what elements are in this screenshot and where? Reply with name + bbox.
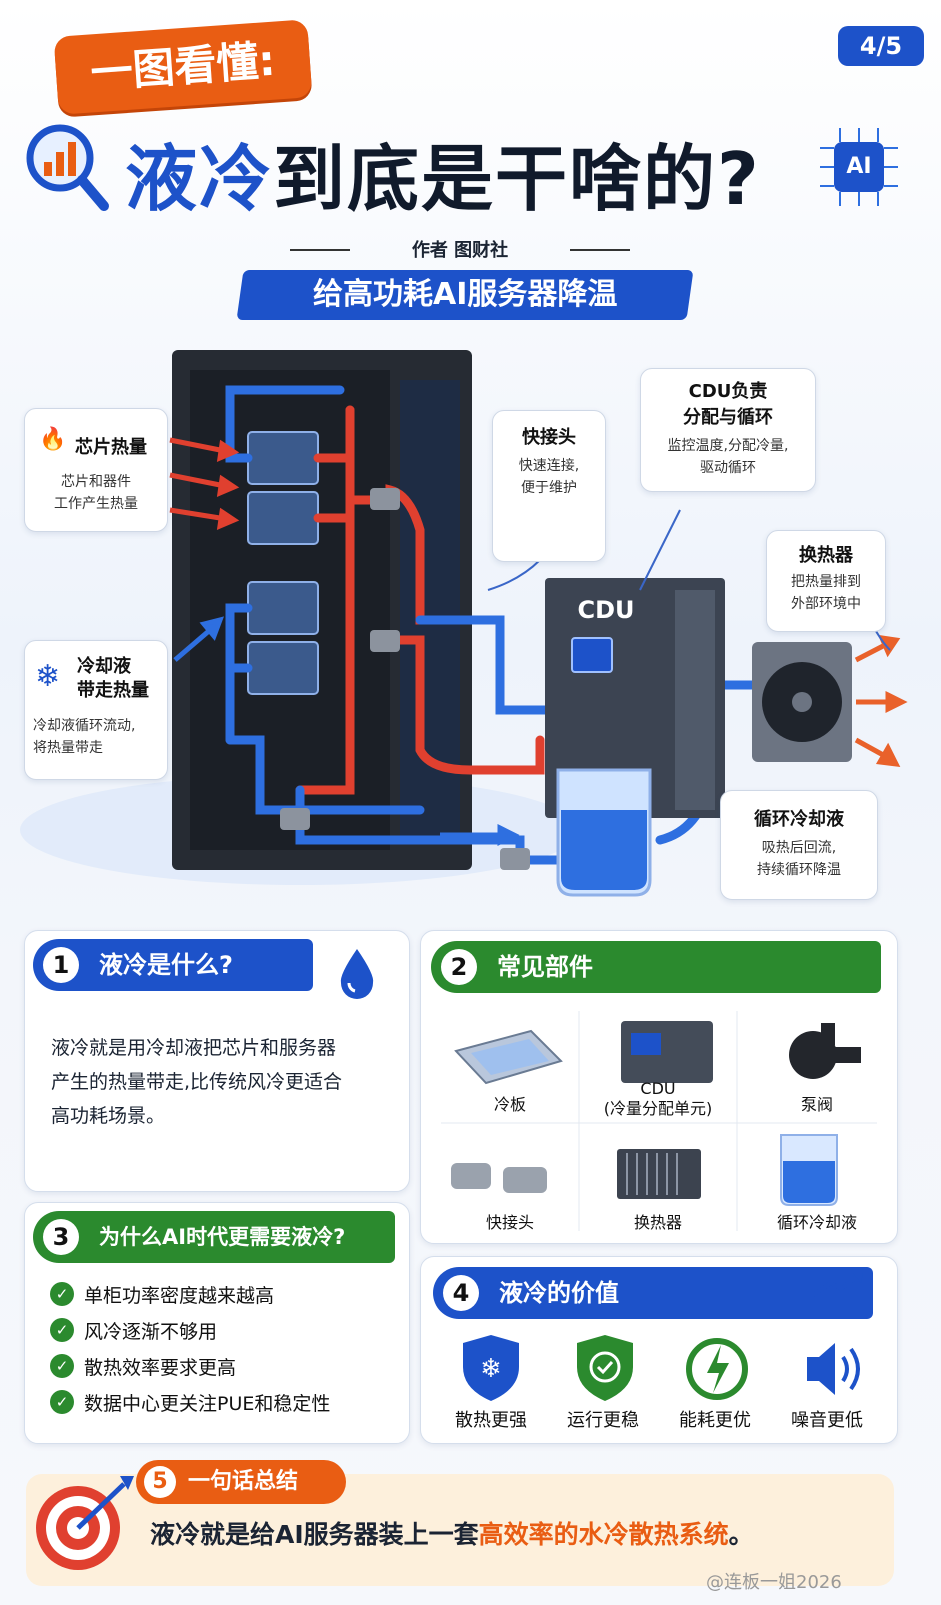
cdu-label: CDU: [577, 596, 635, 624]
callout-heat-exchanger-title: 换热器: [799, 545, 853, 566]
section-5-number: 5: [144, 1466, 176, 1498]
section-5-header: 5 一句话总结: [136, 1460, 346, 1504]
callout-cdu-role-body: 监控温度,分配冷量, 驱动循环: [667, 438, 789, 476]
callout-circulating-coolant: 循环冷却液 吸热后回流, 持续循环降温: [720, 790, 878, 900]
callout-chip-heat: 🔥 芯片热量 芯片和器件 工作产生热量: [24, 408, 168, 532]
callout-chip-heat-title: 芯片热量: [75, 437, 147, 458]
snowflake-icon: ❄: [35, 659, 61, 694]
section-4-title: 液冷的价值: [499, 1279, 619, 1307]
callout-quick-connector: 快接头 快速连接, 便于维护: [492, 410, 606, 562]
author-line: 作者 图财社: [290, 236, 630, 264]
summary-plain: 液冷就是给AI服务器装上一套: [150, 1520, 479, 1549]
section-what-is-liquid-cooling: 1 液冷是什么? 液冷就是用冷却液把芯片和服务器 产生的热量带走,比传统风冷更适…: [24, 930, 410, 1192]
section-5-title: 一句话总结: [188, 1469, 299, 1494]
section-why-ai-needs-liquid-cooling: 3 为什么AI时代更需要液冷?: [24, 1202, 410, 1444]
callout-coolant-title: 冷却液 带走热量: [77, 656, 149, 701]
subtitle-banner: 给高功耗AI服务器降温: [236, 270, 694, 320]
value-energy-efficient: 能耗更优: [679, 1410, 751, 1431]
callout-coolant-body: 冷却液循环流动, 将热量带走: [33, 718, 136, 756]
section-4-number: 4: [443, 1275, 479, 1311]
parts-grid: [441, 1011, 877, 1231]
part-heat-exchanger: 换热器: [633, 1213, 682, 1232]
flame-icon: 🔥: [39, 427, 67, 452]
reason-item-1: 单柜功率密度越来越高: [84, 1285, 275, 1307]
section-2-title: 常见部件: [497, 953, 593, 981]
callout-coolant: ❄ 冷却液 带走热量 冷却液循环流动, 将热量带走: [24, 640, 168, 780]
value-lower-noise: 噪音更低: [791, 1410, 863, 1431]
callout-cdu-role: CDU负责 分配与循环 监控温度,分配冷量, 驱动循环: [640, 368, 816, 492]
water-drop-icon: [340, 949, 374, 999]
section-2-header: 2 常见部件: [431, 941, 881, 993]
callout-quick-connector-title: 快接头: [522, 427, 576, 448]
section-1-number: 1: [43, 947, 79, 983]
section-3-header: 3 为什么AI时代更需要液冷?: [33, 1211, 395, 1263]
callout-circulating-title: 循环冷却液: [754, 809, 844, 830]
title-part-blue: 液冷: [125, 137, 274, 221]
reason-item-3: 散热效率要求更高: [84, 1357, 237, 1379]
summary-highlight: 高效率的水冷散热系统: [478, 1520, 729, 1549]
check-icon: ✓: [50, 1318, 74, 1342]
callout-circulating-body: 吸热后回流, 持续循环降温: [757, 840, 841, 878]
value-more-stable: 运行更稳: [567, 1410, 639, 1431]
reason-item-4: 数据中心更关注PUE和稳定性: [84, 1393, 331, 1415]
magnifier-chart-icon: [26, 124, 109, 211]
section-2-number: 2: [441, 949, 477, 985]
ai-chip-icon: AI: [820, 128, 898, 206]
section-3-title: 为什么AI时代更需要液冷?: [99, 1225, 346, 1249]
value-icons: ❄: [463, 1335, 860, 1401]
reason-item-2: 风冷逐渐不够用: [84, 1321, 218, 1343]
subtitle-text: 给高功耗AI服务器降温: [312, 277, 618, 312]
section-value: 4 液冷的价值 ❄: [420, 1256, 898, 1444]
section-1-title: 液冷是什么?: [99, 951, 233, 979]
svg-text:❄: ❄: [480, 1354, 502, 1384]
section-common-parts: 2 常见部件 冷板 CDU (冷量分配单元) 泵阀 快接头 换热器 循环冷却液: [420, 930, 898, 1244]
callout-heat-exchanger-body: 把热量排到 外部环境中: [791, 574, 861, 612]
part-pump-valve: 泵阀: [800, 1095, 833, 1114]
summary-text: 液冷就是给AI服务器装上一套高效率的水冷散热系统。: [150, 1515, 754, 1551]
section-3-number: 3: [43, 1219, 79, 1255]
callout-cdu-role-title: CDU负责 分配与循环: [683, 381, 773, 428]
main-title: 液冷到底是干啥的?: [125, 120, 761, 225]
target-icon: [36, 1476, 134, 1570]
check-icon: ✓: [50, 1282, 74, 1306]
liquid-cooling-illustration: [20, 350, 908, 897]
section-1-body: 液冷就是用冷却液把芯片和服务器 产生的热量带走,比传统风冷更适合 高功耗场景。: [51, 1037, 343, 1127]
part-cdu: CDU (冷量分配单元): [603, 1079, 713, 1118]
section-4-header: 4 液冷的价值: [433, 1267, 873, 1319]
summary-end: 。: [728, 1520, 754, 1549]
value-stronger-cooling: 散热更强: [455, 1410, 527, 1431]
title-part-dark: 到底是干啥的?: [273, 137, 761, 221]
page-number-badge: 4/5: [838, 26, 924, 66]
rising-chart-icon: [811, 1273, 863, 1315]
check-icon: ✓: [50, 1354, 74, 1378]
watermark: @连板一姐2026: [706, 1572, 842, 1593]
ai-chip-label: AI: [846, 154, 872, 179]
callout-heat-exchanger: 换热器 把热量排到 外部环境中: [766, 530, 886, 632]
part-quick-connector: 快接头: [485, 1213, 534, 1232]
check-icon: ✓: [50, 1390, 74, 1414]
section-1-header: 1 液冷是什么?: [33, 939, 313, 991]
part-circulating-coolant: 循环冷却液: [776, 1213, 857, 1232]
part-cold-plate: 冷板: [493, 1095, 526, 1114]
callout-chip-heat-body: 芯片和器件 工作产生热量: [54, 474, 138, 512]
callout-quick-connector-body: 快速连接, 便于维护: [518, 458, 580, 496]
